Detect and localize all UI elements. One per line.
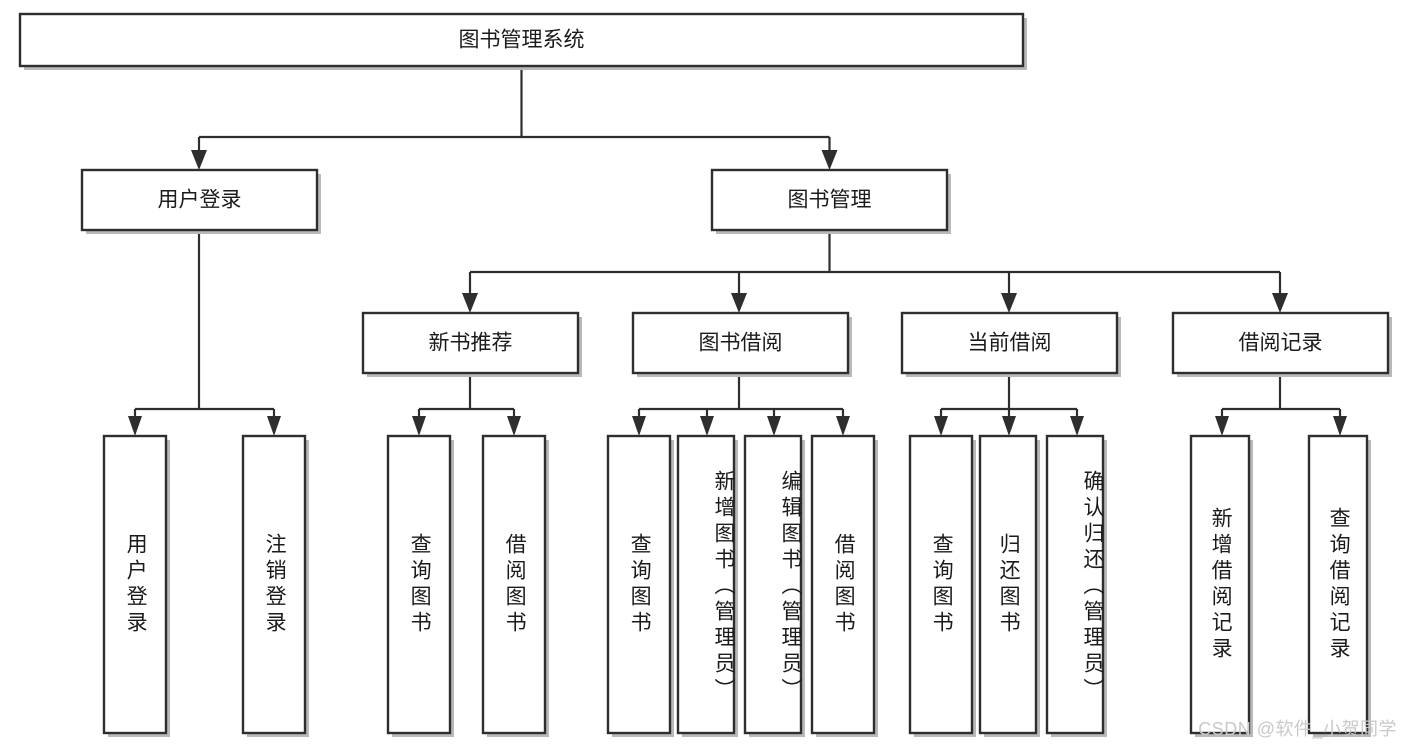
leaf-recommend-1-box[interactable] — [386, 434, 452, 735]
node-user-login-label: 用户登录 — [158, 189, 242, 212]
node-user-login[interactable]: 用户登录 — [80, 168, 321, 234]
arrow-userlogin-leaf1 — [128, 416, 142, 436]
leaf-recommend-2-box[interactable] — [481, 434, 547, 735]
arrow-borrow-leaf3 — [767, 416, 781, 436]
leaf-borrow-3-box[interactable] — [743, 434, 803, 735]
arrow-current-leaf2 — [1002, 416, 1016, 436]
node-root[interactable]: 图书管理系统 — [18, 12, 1027, 70]
edges-layer — [128, 67, 1347, 436]
node-new-book-recommend-box[interactable] — [361, 311, 580, 375]
node-current-borrow-label: 当前借阅 — [968, 332, 1052, 355]
arrow-record-leaf2 — [1333, 416, 1347, 436]
leaf-borrow-4-box[interactable] — [810, 434, 876, 735]
node-new-book-recommend[interactable]: 新书推荐 — [361, 311, 582, 377]
node-borrow-record-label: 借阅记录 — [1239, 332, 1323, 355]
node-new-book-recommend-label: 新书推荐 — [429, 332, 513, 355]
node-current-borrow[interactable]: 当前借阅 — [900, 311, 1121, 377]
leaf-user-login-1-box[interactable] — [102, 434, 168, 735]
leaf-current-1-box[interactable] — [908, 434, 974, 735]
leaf-record-1-box[interactable] — [1189, 434, 1251, 735]
arrow-bookmgmt-c3 — [1001, 293, 1017, 313]
node-book-borrow-box[interactable] — [631, 311, 850, 375]
node-user-login-box[interactable] — [80, 168, 319, 232]
arrow-record-leaf1 — [1215, 416, 1229, 436]
node-current-borrow-box[interactable] — [900, 311, 1119, 375]
arrow-current-leaf1 — [934, 416, 948, 436]
arrow-bookmgmt-c1 — [462, 293, 478, 313]
node-book-management-label: 图书管理 — [788, 189, 872, 212]
watermark: CSDN @软件_小贺同学 — [1198, 719, 1397, 739]
node-book-borrow[interactable]: 图书借阅 — [631, 311, 852, 377]
arrow-userlogin-leaf2 — [267, 416, 281, 436]
node-borrow-record-box[interactable] — [1171, 311, 1390, 375]
node-book-management-box[interactable] — [710, 168, 949, 232]
arrow-recommend-leaf1 — [412, 416, 426, 436]
node-borrow-record[interactable]: 借阅记录 — [1171, 311, 1392, 377]
arrow-root-to-bookmgmt — [821, 150, 838, 170]
arrow-root-to-userlogin — [191, 150, 207, 170]
leaf-current-3-box[interactable] — [1045, 434, 1105, 735]
arrow-borrow-leaf4 — [836, 416, 850, 436]
leaf-user-login-2-box[interactable] — [241, 434, 307, 735]
leaf-borrow-1-box[interactable] — [606, 434, 672, 735]
node-root-label: 图书管理系统 — [459, 29, 585, 52]
leaf-record-2-box[interactable] — [1307, 434, 1369, 735]
arrow-recommend-leaf2 — [507, 416, 521, 436]
arrow-borrow-leaf1 — [632, 416, 646, 436]
leaf-boxes-layer — [102, 434, 1371, 737]
leaf-current-2-box[interactable] — [978, 434, 1038, 735]
arrow-borrow-leaf2 — [700, 416, 714, 436]
arrow-current-leaf3 — [1070, 416, 1084, 436]
leaf-borrow-2-box[interactable] — [676, 434, 736, 735]
node-book-borrow-label: 图书借阅 — [699, 332, 783, 355]
node-root-box[interactable] — [18, 12, 1025, 68]
node-book-management[interactable]: 图书管理 — [710, 168, 951, 234]
arrow-bookmgmt-c4 — [1272, 293, 1288, 313]
arrow-bookmgmt-c2 — [731, 293, 747, 313]
